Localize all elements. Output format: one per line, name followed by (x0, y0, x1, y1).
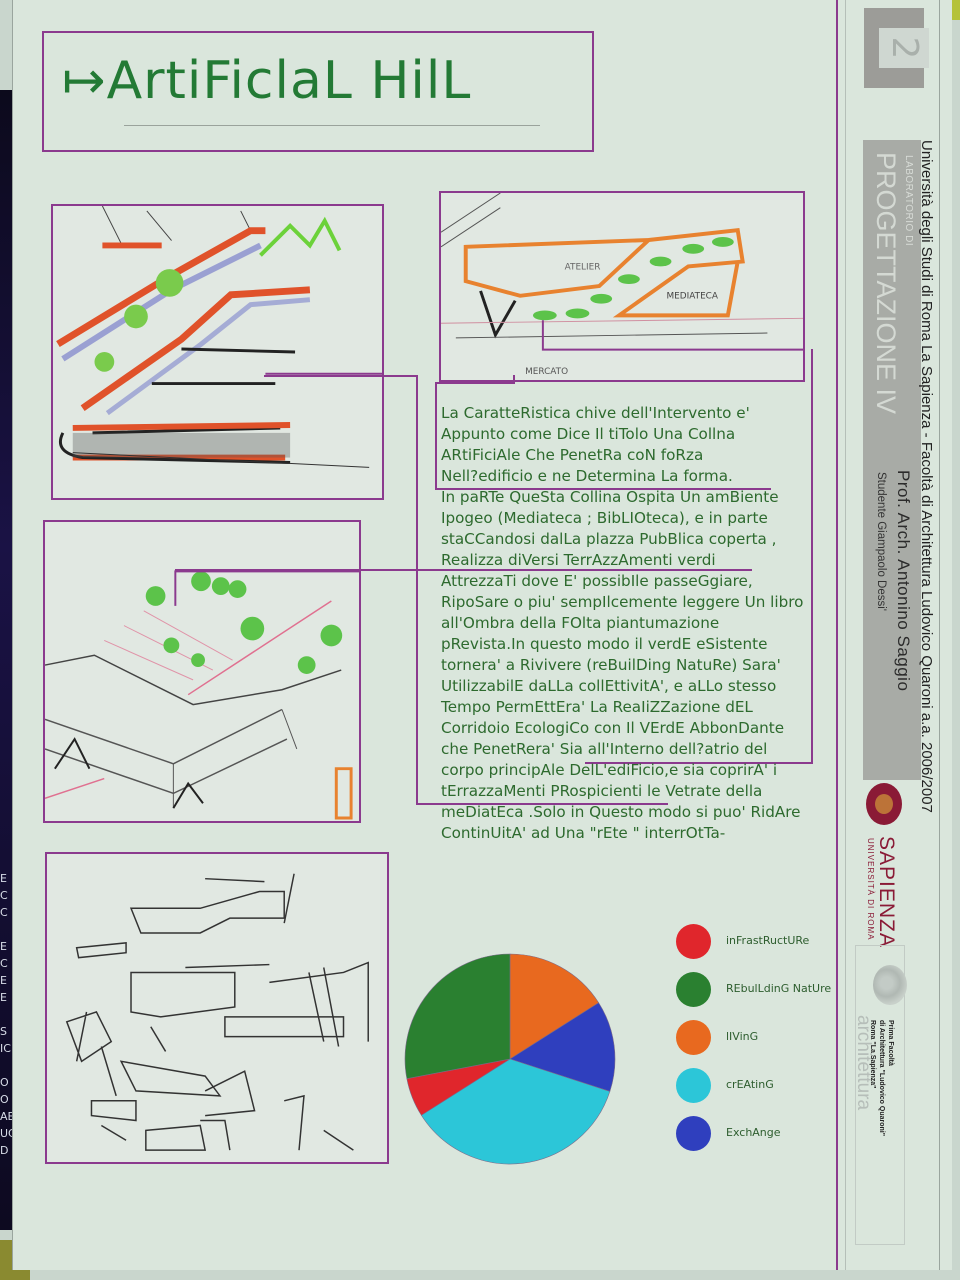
connector-line (811, 349, 813, 764)
text-line: In paRTe QueSta Collina Ospita Un amBien… (441, 488, 779, 506)
text-line: UtilizzabilE daLLa collEttivitA', e aLLo… (441, 677, 777, 695)
pie-slice (420, 1058, 611, 1165)
svg-text:MERCATO: MERCATO (525, 367, 568, 377)
sketch-terraces-perspective (51, 204, 384, 500)
legend-item: ExchAnge (676, 1116, 856, 1164)
poster-frame-right (836, 0, 838, 1270)
faculty-logo-block (855, 945, 905, 1245)
legend-label: ExchAnge (726, 1126, 781, 1139)
legend-swatch-icon (676, 1020, 711, 1055)
lab-label-small: LABORATORIO DI (903, 155, 914, 247)
faculty-caption-line: Roma "La Sapienza" (869, 1020, 876, 1089)
sapienza-logo-text: SAPIENZA (875, 836, 898, 948)
legend-label: crEAtinG (726, 1078, 774, 1091)
table-number: 2 (879, 28, 929, 68)
lab-label-big: PROGETTAZIONE IV (871, 152, 901, 415)
sidebar-panel (845, 0, 940, 1270)
text-line: all'Ombra della FOlta piantumazione (441, 614, 720, 632)
faculty-caption-line: Prima Facoltà (887, 1020, 894, 1066)
legend-label: REbulLdinG NatUre (726, 982, 832, 995)
pie-slice (509, 953, 600, 1060)
pie-chart (404, 953, 616, 1165)
text-line: La CaratteRistica chive dell'Intervento … (441, 404, 750, 422)
legend-swatch-icon (676, 924, 711, 959)
pie-slice (509, 1002, 616, 1092)
sapienza-seal-icon (866, 783, 902, 825)
sapienza-logo-subtext: UNIVERSITÀ DI ROMA (866, 838, 875, 941)
text-line: RipoSare o piu' sempIlcemente leggere Un… (441, 593, 804, 611)
faculty-caption: Prima Facoltà di Architettura "Ludovico … (868, 1020, 895, 1136)
university-line: Università degli Studi di Roma La Sapien… (918, 140, 935, 813)
text-line: Corridoio EcologiCo con Il VErdE AbbonDa… (441, 719, 785, 737)
legend-item: crEAtinG (676, 1068, 856, 1116)
title-underline (124, 125, 540, 126)
connector-line (435, 382, 437, 490)
legend-label: inFrastRuctURe (726, 934, 810, 947)
legend-swatch-icon (676, 1116, 711, 1151)
connector-line (416, 803, 668, 805)
sketch-study-drawings (45, 852, 389, 1164)
legend-item: inFrastRuctURe (676, 924, 856, 972)
legend-swatch-icon (676, 1068, 711, 1103)
connector-line (435, 488, 771, 490)
snail-shell-icon (873, 965, 907, 1005)
table-number-badge: 2 (864, 8, 929, 88)
faculty-caption-line: di Architettura "Ludovico Quaroni" (878, 1020, 885, 1137)
sketch-section-atelier-mediateca: ATELIER MEDIATECA MERCATO (439, 191, 805, 382)
legend-label: lIVinG (726, 1030, 759, 1043)
student-name: Studente Giampaolo Dessi' (875, 472, 887, 611)
text-line: tornera' a Rivivere (reBuilDing NatuRe) … (441, 656, 781, 674)
text-line: corpo principAle DelL'ediFicio,e sia cop… (441, 761, 778, 779)
title-frame: ↦ArtiFiclaL HilL (42, 31, 594, 152)
text-line: pRevista.In questo modo il verdE eSisten… (441, 635, 768, 653)
text-line: meDiatEca .Solo in Questo modo si puo' R… (441, 803, 801, 821)
lab-block (863, 140, 921, 780)
text-line: Ipogeo (Mediateca ; BibLIOteca), e in pa… (441, 509, 768, 527)
svg-text:MEDIATECA: MEDIATECA (667, 292, 718, 302)
text-line: Appunto come Dice Il tiTolo Una Collna (441, 425, 736, 443)
legend-item: lIVinG (676, 1020, 856, 1068)
legend-item: REbulLdinG NatUre (676, 972, 856, 1020)
professor-name: Prof. Arch. Antonino Saggio (894, 470, 913, 692)
text-line: che PenetRera' Sia all'Interno dell?atri… (441, 740, 768, 758)
text-line: ARtiFiciAle Che PenetRa coN foRza (441, 446, 704, 464)
connector-line (175, 569, 752, 571)
svg-text:ATELIER: ATELIER (565, 262, 601, 272)
connector-line (416, 375, 418, 805)
text-line: staCCandosi dalLa plazza PubBlica copert… (441, 530, 777, 548)
poster-title: ↦ArtiFiclaL HilL (62, 51, 472, 111)
legend-swatch-icon (676, 972, 711, 1007)
text-line: Nell?edificio e ne Determina La forma. (441, 467, 733, 485)
architettura-logo-text: architettura (853, 1015, 874, 1111)
text-line: Realizza diVersi TerrAzzAmenti verdi (441, 551, 716, 569)
pie-slice (404, 953, 511, 1080)
connector-line (264, 375, 418, 377)
text-line: AttrezzaTi dove E' possibIle passeGgiare… (441, 572, 753, 590)
sketch-roof-terraces (43, 520, 361, 823)
connector-line (435, 382, 515, 384)
text-line: ContinUitA' ad Una "rEte " interrOtTa- (441, 824, 726, 842)
connector-line (585, 762, 813, 764)
text-line: tErrazzaMenti PRospicienti le Vetrate de… (441, 782, 763, 800)
text-line: Tempo PermEttEra' La ReaIiZZazione dEL (441, 698, 753, 716)
description-text: La CaratteRistica chive dell'Intervento … (441, 403, 841, 844)
connector-line (513, 375, 515, 384)
